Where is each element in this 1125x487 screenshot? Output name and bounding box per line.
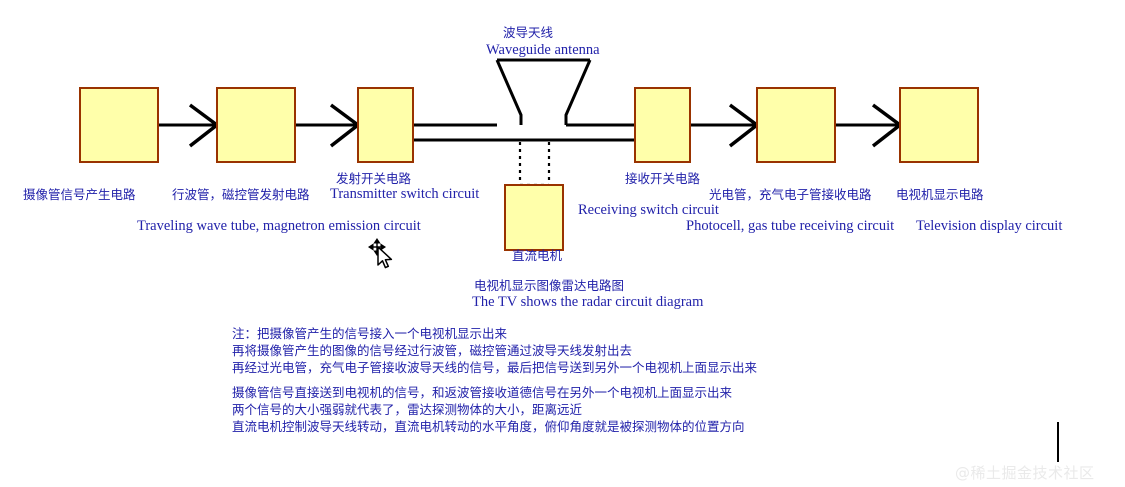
label-tv-display-en: Television display circuit — [916, 218, 1063, 234]
label-diagram-title-cn: 电视机显示图像雷达电路图 — [474, 278, 625, 293]
block-camera-tube-signal[interactable] — [79, 87, 159, 163]
label-antenna-en: Waveguide antenna — [486, 42, 600, 58]
block-transmitter-switch[interactable] — [357, 87, 414, 163]
label-receiving-cn: 接收开关电路 — [625, 171, 701, 186]
connector-lines — [158, 123, 900, 142]
move-cursor-icon — [367, 237, 393, 269]
note-line-b-2: 直流电机控制波导天线转动，直流电机转动的水平角度，俯仰角度就是被探测物体的位置方… — [232, 419, 745, 434]
label-antenna-cn: 波导天线 — [503, 25, 554, 40]
label-photocell-cn: 光电管，充气电子管接收电路 — [709, 187, 872, 202]
arrow-pointer-icon — [377, 246, 393, 269]
label-twt-en: Traveling wave tube, magnetron emission … — [137, 218, 421, 234]
arrowhead-3 — [728, 103, 760, 148]
arrowhead-1 — [188, 103, 220, 148]
move-cross-icon — [367, 237, 387, 257]
label-transmitter-cn: 发射开关电路 — [336, 171, 412, 186]
label-camera-tube-cn: 摄像管信号产生电路 — [23, 187, 136, 202]
note-line-a-2: 再经过光电管，充气电子管接收波导天线的信号，最后把信号送到另外一个电视机上面显示… — [232, 360, 758, 375]
label-photocell-en: Photocell, gas tube receiving circuit — [686, 218, 895, 234]
label-dc-motor-cn: 直流电机 — [512, 248, 563, 263]
block-photocell-gas-tube[interactable] — [756, 87, 836, 163]
note-line-a-0: 注：把摄像管产生的信号接入一个电视机显示出来 — [232, 326, 508, 341]
label-diagram-title-en: The TV shows the radar circuit diagram — [472, 294, 704, 310]
antenna-wall-right — [564, 59, 592, 125]
block-traveling-wave-tube[interactable] — [216, 87, 296, 163]
block-receiving-switch[interactable] — [634, 87, 691, 163]
dc-motor-linkage — [518, 142, 551, 187]
note-spacer — [232, 376, 757, 384]
label-receiving-en: Receiving switch circuit — [578, 202, 719, 218]
arrowheads — [188, 103, 903, 148]
arrowhead-4 — [871, 103, 903, 148]
label-tv-display-cn: 电视机显示电路 — [896, 187, 984, 202]
label-twt-cn: 行波管，磁控管发射电路 — [172, 187, 310, 202]
note-line-b-0: 摄像管信号直接送到电视机的信号，和返波管接收道德信号在另外一个电视机上面显示出来 — [232, 385, 733, 400]
block-dc-motor[interactable] — [504, 184, 564, 251]
watermark: @稀土掘金技术社区 — [955, 464, 1095, 482]
waveguide-antenna-icon — [495, 58, 592, 125]
note-line-a-1: 再将摄像管产生的图像的信号经过行波管，磁控管通过波导天线发射出去 — [232, 343, 633, 358]
block-television-display[interactable] — [899, 87, 979, 163]
notes-block: 注：把摄像管产生的信号接入一个电视机显示出来再将摄像管产生的图像的信号经过行波管… — [232, 325, 757, 435]
text-caret — [1057, 422, 1059, 462]
move-cursor — [366, 237, 400, 272]
note-line-b-1: 两个信号的大小强弱就代表了，雷达探测物体的大小，距离远近 — [232, 402, 583, 417]
antenna-wall-left — [495, 59, 523, 125]
label-transmitter-en: Transmitter switch circuit — [330, 186, 480, 202]
arrowhead-2 — [329, 103, 361, 148]
